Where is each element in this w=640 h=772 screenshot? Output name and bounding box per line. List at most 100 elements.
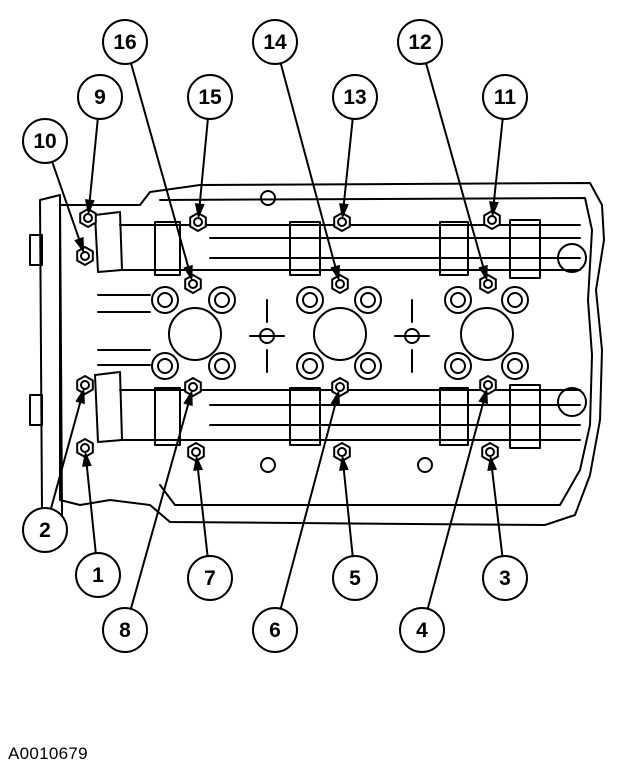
head-bolts: [76, 207, 501, 463]
leader-arrow-8: [183, 389, 193, 407]
bolt-center-10: [80, 251, 90, 261]
leader-arrow-5: [339, 454, 349, 471]
head-outline: [59, 182, 605, 526]
cam-lobes-lower: [154, 384, 541, 449]
lower-camshaft: [119, 389, 581, 441]
callout-circle-9: [77, 74, 123, 120]
callout-circle-8: [102, 607, 148, 653]
bolt-center-7: [191, 447, 201, 457]
leader-line-12: [425, 62, 488, 279]
leader-line-2: [49, 390, 85, 510]
callout-circle-3: [482, 555, 528, 601]
callout-circle-14: [252, 19, 298, 65]
callout-label-13: 13: [343, 86, 366, 109]
bolt-center-8: [188, 382, 198, 392]
cam-end-upper: [557, 243, 587, 273]
callout-circle-1: [75, 552, 121, 598]
leader-line-6: [279, 392, 340, 609]
leader-line-4: [426, 390, 488, 610]
bore-2: [296, 286, 382, 380]
callout-label-4: 4: [416, 619, 428, 642]
alignment-hole-bottom: [260, 457, 276, 473]
bolt-center-16: [188, 279, 198, 289]
callout-label-1: 1: [92, 564, 104, 587]
callout-circle-10: [22, 118, 68, 164]
leader-line-16: [130, 62, 193, 279]
figure-id: A0010679: [8, 744, 88, 763]
cam-lobes-upper: [154, 219, 541, 279]
cam-end-lower: [557, 387, 587, 417]
leader-line-7: [195, 457, 209, 557]
leader-line-15: [197, 118, 209, 217]
leader-arrow-16: [183, 264, 193, 282]
bolt-center-14: [335, 279, 345, 289]
callout-label-5: 5: [349, 567, 361, 590]
head-rails: [97, 294, 151, 366]
callout-circle-2: [22, 507, 68, 553]
leader-arrow-13: [339, 203, 349, 220]
callout-circle-5: [332, 555, 378, 601]
callout-label-3: 3: [499, 567, 511, 590]
cylinder-head-drawing: [29, 182, 605, 526]
bolt-center-15: [193, 217, 203, 227]
bolt-center-11: [487, 215, 497, 225]
callout-label-6: 6: [269, 619, 281, 642]
callout-label-14: 14: [263, 31, 287, 54]
leader-arrow-4: [478, 387, 488, 405]
leader-arrow-2: [75, 387, 85, 405]
callout-label-7: 7: [204, 567, 216, 590]
callout-circle-12: [397, 19, 443, 65]
alignment-hole-bottom-right: [417, 457, 433, 473]
callout-label-16: 16: [113, 31, 136, 54]
callout-circle-6: [252, 607, 298, 653]
leader-arrow-10: [74, 236, 85, 254]
alignment-hole-top: [260, 190, 276, 206]
bolt-center-4: [483, 380, 493, 390]
bore-3: [444, 286, 529, 380]
leader-arrow-15: [194, 203, 205, 220]
leader-line-8: [129, 392, 193, 610]
end-plate-ribs: [29, 234, 43, 426]
bolt-center-12: [483, 279, 493, 289]
callout-label-11: 11: [494, 86, 517, 109]
callout-label-9: 9: [94, 86, 106, 109]
bolt-center-5: [337, 447, 347, 457]
leader-arrow-7: [193, 454, 203, 471]
leader-arrow-9: [84, 199, 95, 216]
leader-arrow-6: [330, 389, 340, 407]
leader-line-14: [279, 62, 340, 279]
bolt-center-2: [80, 380, 90, 390]
callout-label-12: 12: [408, 31, 431, 54]
leader-arrow-1: [82, 450, 92, 467]
bolt-center-1: [80, 443, 90, 453]
leader-arrow-14: [330, 264, 340, 282]
callout-circle-11: [482, 74, 528, 120]
bolt-center-3: [485, 447, 495, 457]
callout-circle-4: [399, 607, 445, 653]
leader-line-1: [84, 453, 97, 554]
bolt-center-9: [83, 213, 93, 223]
leader-arrow-12: [478, 264, 488, 282]
callout-label-10: 10: [33, 130, 56, 153]
left-bearing-cap-bottom: [94, 371, 123, 443]
callout-circle-13: [332, 74, 378, 120]
leader-line-5: [341, 457, 354, 557]
callout-circle-16: [102, 19, 148, 65]
callout-label-2: 2: [39, 519, 51, 542]
oil-port-lines: [249, 299, 430, 373]
left-bearing-cap-top: [94, 211, 123, 273]
callout-circle-15: [187, 74, 233, 120]
head-inner-rim: [159, 197, 593, 506]
end-plate: [39, 194, 63, 516]
callout-label-15: 15: [198, 86, 222, 109]
leader-line-13: [341, 118, 354, 217]
leader-arrow-3: [487, 454, 498, 471]
callout-leaders: [49, 62, 504, 610]
bore-1: [151, 286, 236, 380]
bolt-center-6: [335, 382, 345, 392]
leader-line-3: [489, 457, 504, 557]
callout-label-8: 8: [119, 619, 131, 642]
bolt-center-13: [337, 217, 347, 227]
